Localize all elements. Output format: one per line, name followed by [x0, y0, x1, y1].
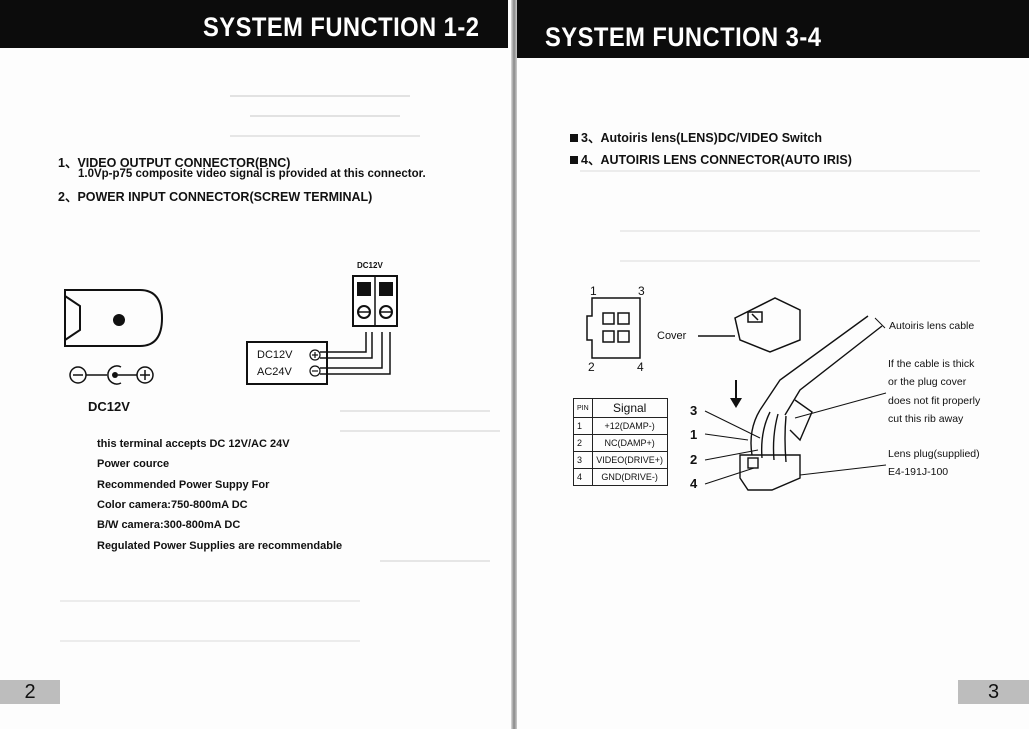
pin-signal-table: PIN Signal 1 +12(DAMP-) 2 NC(DAMP+) 3 VI…	[573, 398, 668, 486]
right-page-title: SYSTEM FUNCTION 3-4	[545, 22, 822, 52]
left-page-title: SYSTEM FUNCTION 1-2	[203, 12, 480, 42]
table-row: 4 GND(DRIVE-)	[573, 468, 668, 486]
table-header-signal: Signal	[591, 398, 668, 418]
table-cell-signal: +12(DAMP-)	[591, 417, 668, 435]
item-3-text: 3、Autoiris lens(LENS)DC/VIDEO Switch	[581, 131, 823, 145]
wire-number-1: 1	[690, 427, 698, 442]
wire-number-3: 3	[690, 403, 698, 418]
item-3-heading: 3、Autoiris lens(LENS)DC/VIDEO Switch	[570, 127, 822, 146]
item-2-heading: 2、POWER INPUT CONNECTOR(SCREW TERMINAL)	[58, 190, 373, 204]
voltage-box-line-2: AC24V	[257, 366, 292, 378]
thick-note-line-1: If the cable is thick	[888, 358, 975, 370]
terminal-top-label: DC12V	[357, 261, 383, 270]
four-pin-connector-face	[586, 297, 641, 359]
dc-jack-label: DC12V	[88, 399, 130, 414]
table-header-pin: PIN	[573, 398, 593, 418]
table-header-row: PIN Signal	[573, 398, 668, 418]
spec-line-4: Color camera:750-800mA DC	[97, 499, 248, 511]
thick-note-line-3: does not fit properly	[888, 395, 981, 407]
left-header-bar	[0, 0, 508, 48]
dc-jack-icon	[64, 289, 164, 347]
table-cell-signal: VIDEO(DRIVE+)	[591, 451, 668, 469]
bullet-square-icon	[570, 134, 578, 142]
thick-note-line-4: cut this rib away	[888, 413, 964, 425]
polarity-symbol	[69, 365, 154, 385]
screw-terminal-block	[352, 275, 398, 327]
wire-number-4: 4	[690, 476, 698, 491]
right-header-bar	[517, 0, 1029, 58]
connector-corner-2: 2	[588, 360, 595, 374]
voltage-label-box	[246, 341, 328, 385]
wire-number-2: 2	[690, 452, 698, 467]
page-number-left: 2	[0, 680, 60, 704]
table-row: 3 VIDEO(DRIVE+)	[573, 451, 668, 469]
table-row: 1 +12(DAMP-)	[573, 417, 668, 435]
thick-note-line-2: or the plug cover	[888, 376, 967, 388]
bullet-square-icon	[570, 156, 578, 164]
cable-annotation: Autoiris lens cable	[889, 320, 975, 332]
leader-lines	[704, 317, 887, 485]
table-row: 2 NC(DAMP+)	[573, 434, 668, 452]
connector-corner-1: 1	[590, 284, 597, 298]
book-spine	[511, 0, 517, 729]
connector-corner-4: 4	[637, 360, 644, 374]
spec-line-3: Recommended Power Suppy For	[97, 479, 270, 491]
down-arrow-icon	[730, 380, 742, 408]
plug-note-line-2: E4-191J-100	[888, 466, 949, 478]
table-cell-pin: 2	[573, 434, 593, 452]
spec-line-1: this terminal accepts DC 12V/AC 24V	[97, 438, 290, 450]
table-cell-pin: 3	[573, 451, 593, 469]
power-wires	[320, 332, 391, 375]
item-1-heading: 1、VIDEO OUTPUT CONNECTOR(BNC)	[58, 156, 291, 170]
table-cell-pin: 1	[573, 417, 593, 435]
item-1-description: 1.0Vp-p75 composite video signal is prov…	[78, 168, 426, 180]
spec-line-2: Power cource	[97, 458, 170, 470]
lens-cable-and-plug	[739, 315, 883, 491]
spec-line-5: B/W camera:300-800mA DC	[97, 519, 241, 531]
cover-label: Cover	[657, 330, 687, 342]
voltage-box-line-1: DC12V	[257, 349, 293, 361]
table-cell-signal: NC(DAMP+)	[591, 434, 668, 452]
table-cell-signal: GND(DRIVE-)	[591, 468, 668, 486]
right-page	[514, 0, 1029, 729]
spec-line-6: Regulated Power Supplies are recommendab…	[97, 540, 343, 552]
item-4-heading: 4、AUTOIRIS LENS CONNECTOR(AUTO IRIS)	[570, 149, 852, 168]
item-4-text: 4、AUTOIRIS LENS CONNECTOR(AUTO IRIS)	[581, 153, 852, 167]
plug-note-line-1: Lens plug(supplied)	[888, 448, 980, 460]
table-cell-pin: 4	[573, 468, 593, 486]
page-number-right: 3	[958, 680, 1029, 704]
plug-cover	[698, 297, 801, 353]
connector-corner-3: 3	[638, 284, 645, 298]
